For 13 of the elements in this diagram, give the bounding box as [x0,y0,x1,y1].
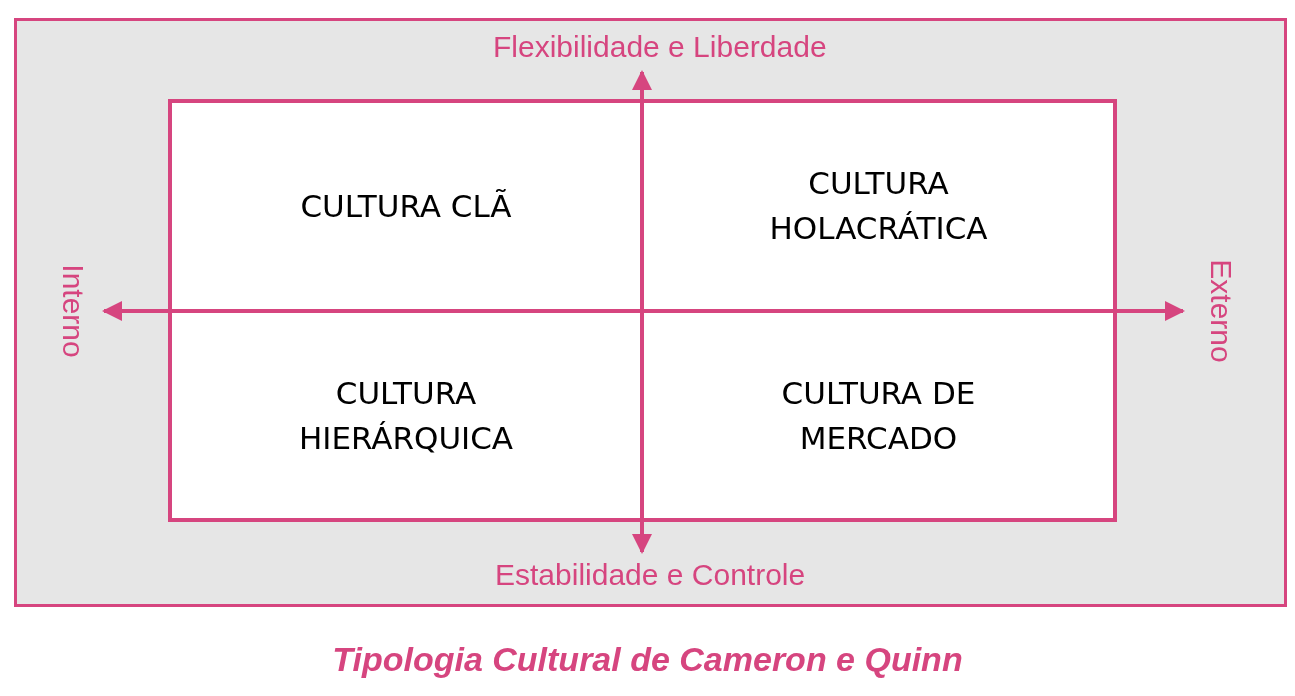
axis-label: Estabilidade e Controle [495,558,806,592]
axis-label: Interno [55,264,90,358]
quadrant-panel [172,313,640,518]
axis-label: Flexibilidade e Liberdade [493,30,827,64]
quadrant-label: CULTURA HIERÁRQUICA [297,373,515,458]
quadrant-panel [644,313,1113,518]
axis-label: Externo [1203,259,1238,363]
quadrant-panel [644,103,1113,309]
quadrant-panel [172,103,640,309]
caption: Tipologia Cultural de Cameron e Quinn [331,640,964,679]
quadrant-label: CULTURA CLÃ [300,186,512,226]
quadrant-label: CULTURA DE MERCADO [780,373,977,458]
quadrant-label: CULTURA HOLACRÁTICA [768,164,989,248]
